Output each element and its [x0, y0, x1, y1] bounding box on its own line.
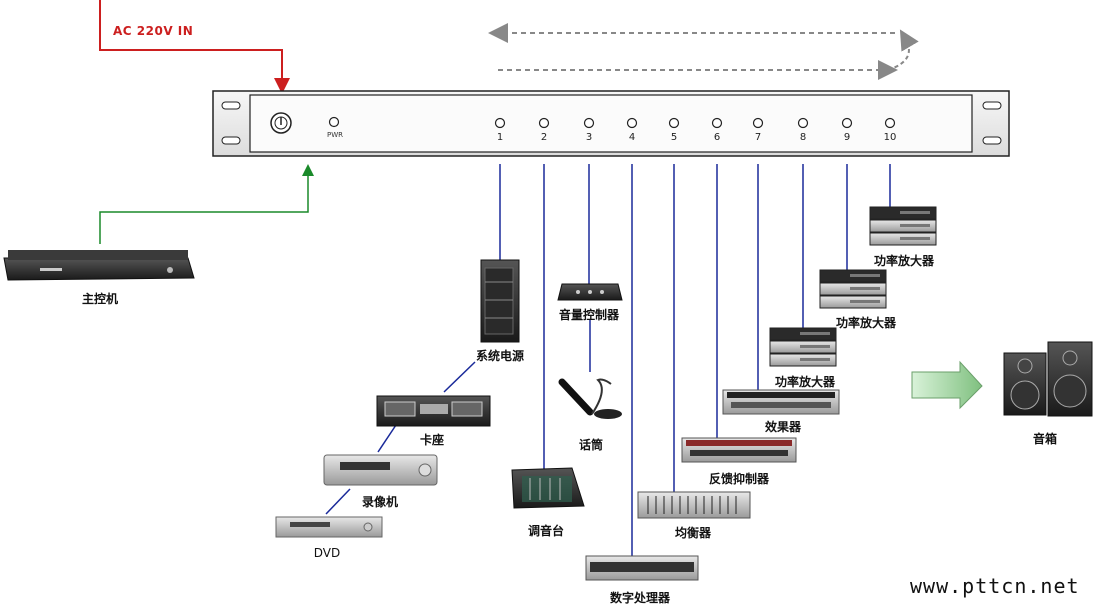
- mixer-console: [511, 467, 585, 509]
- port-number-10: 10: [883, 132, 897, 143]
- speakers-device: [1003, 341, 1093, 417]
- effects-processor-device: [722, 389, 840, 415]
- label-dsp: 数字处理器: [609, 591, 671, 605]
- port-led-5: [668, 117, 680, 129]
- amp-stack-2: [819, 269, 887, 309]
- vcr-device: [323, 454, 438, 486]
- digital-processor-device: [585, 555, 699, 581]
- port-led-7: [752, 117, 764, 129]
- rack-ear-slot: [221, 136, 241, 145]
- host-controller-device: [3, 250, 195, 281]
- ac-power-line: [99, 0, 290, 94]
- port-led-9: [841, 117, 853, 129]
- label-speakers: 音箱: [1032, 432, 1058, 446]
- cassette-deck: [376, 395, 491, 427]
- rack-ear-slot: [221, 101, 241, 110]
- amp-stack-1: [769, 327, 837, 367]
- power-switch-icon[interactable]: [270, 112, 292, 134]
- link-power-cassette: [443, 361, 476, 393]
- volume-controller-device: [557, 283, 623, 301]
- port-number-1: 1: [496, 132, 504, 143]
- ac-input-label: AC 220V IN: [113, 24, 194, 38]
- port-led-8: [797, 117, 809, 129]
- rack-ear-slot: [982, 136, 1002, 145]
- output-arrow-icon: [911, 360, 983, 410]
- label-mixer: 调音台: [527, 524, 565, 538]
- dvd-player: [275, 516, 383, 538]
- port-number-2: 2: [540, 132, 548, 143]
- host-control-line: [99, 164, 314, 244]
- port-led-10: [884, 117, 896, 129]
- port-number-6: 6: [713, 132, 721, 143]
- port-led-2: [538, 117, 550, 129]
- power-supply-cabinet: [480, 259, 520, 343]
- pwr-label: PWR: [327, 131, 344, 139]
- loop-arrow-curve: [887, 29, 919, 71]
- label-dvd: DVD: [313, 546, 341, 560]
- equalizer-device: [637, 491, 751, 519]
- label-microphone: 话筒: [578, 438, 604, 452]
- label-amp1: 功率放大器: [774, 375, 836, 389]
- amp-stack-3: [869, 206, 937, 246]
- label-amp2: 功率放大器: [835, 316, 897, 330]
- port-led-4: [626, 117, 638, 129]
- rack-ear-slot: [982, 101, 1002, 110]
- label-feedback: 反馈抑制器: [708, 472, 770, 486]
- link-cassette-vcr: [377, 424, 397, 453]
- pwr-indicator-led: [328, 116, 340, 128]
- port-number-4: 4: [628, 132, 636, 143]
- port-number-3: 3: [585, 132, 593, 143]
- port-led-1: [494, 117, 506, 129]
- port-led-6: [711, 117, 723, 129]
- port-number-5: 5: [670, 132, 678, 143]
- rack-power-sequencer: [212, 90, 1010, 157]
- link-vcr-dvd: [325, 488, 351, 515]
- microphone-device: [558, 378, 622, 419]
- label-amp3: 功率放大器: [873, 254, 935, 268]
- label-power-supply: 系统电源: [475, 349, 525, 363]
- feedback-suppressor-device: [681, 437, 797, 463]
- port-number-8: 8: [799, 132, 807, 143]
- label-cassette: 卡座: [419, 433, 445, 447]
- port-number-7: 7: [754, 132, 762, 143]
- watermark-url: www.pttcn.net: [910, 574, 1080, 598]
- label-host: 主控机: [81, 292, 119, 306]
- label-vcr: 录像机: [361, 495, 399, 509]
- label-equalizer: 均衡器: [674, 526, 712, 540]
- label-volume-ctrl: 音量控制器: [558, 308, 620, 322]
- port-led-3: [583, 117, 595, 129]
- port-number-9: 9: [843, 132, 851, 143]
- label-effects: 效果器: [764, 420, 802, 434]
